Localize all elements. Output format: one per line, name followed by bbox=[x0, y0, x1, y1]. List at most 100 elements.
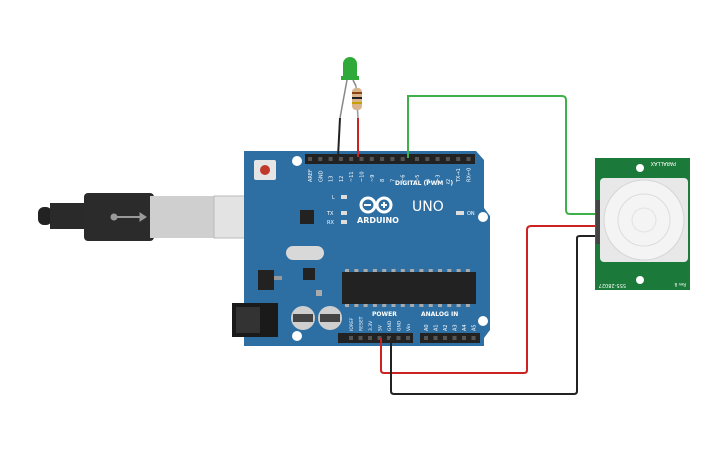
power-pin-label: 3.3V bbox=[368, 320, 374, 331]
digital-pin bbox=[318, 157, 323, 161]
mount-hole bbox=[636, 164, 644, 172]
digital-pin bbox=[390, 157, 395, 161]
chip-pin bbox=[363, 269, 368, 272]
led-rx-indicator bbox=[341, 220, 347, 224]
digital-pin-label: TX→1 bbox=[456, 168, 462, 183]
atmega-chip bbox=[342, 272, 476, 304]
chip-pin bbox=[438, 304, 442, 307]
digital-header bbox=[305, 154, 475, 164]
digital-pin-label: GND bbox=[318, 170, 324, 182]
led-icon bbox=[343, 57, 357, 78]
mount-hole bbox=[478, 316, 488, 326]
chip-pin bbox=[354, 269, 359, 272]
digital-pin bbox=[349, 157, 354, 161]
pir-label-top: PARALLAX bbox=[650, 160, 676, 166]
digital-pin-label: ~5 bbox=[415, 175, 421, 182]
digital-pin bbox=[435, 157, 440, 161]
power-pin bbox=[387, 336, 391, 340]
chip-pin bbox=[447, 304, 452, 307]
resistor bbox=[352, 85, 362, 119]
pir-power-wire bbox=[380, 225, 598, 374]
chip-pin bbox=[410, 304, 415, 307]
digital-pin bbox=[369, 157, 374, 161]
digital-pin-label: 2 bbox=[446, 179, 452, 182]
power-pin bbox=[377, 336, 382, 340]
digital-pin bbox=[328, 157, 333, 161]
chip-pin bbox=[345, 304, 349, 307]
chip-pin bbox=[447, 269, 452, 272]
reset-button-cap bbox=[260, 165, 270, 175]
digital-pin bbox=[308, 157, 312, 161]
chip-pin bbox=[400, 304, 405, 307]
analog-pin bbox=[443, 336, 447, 340]
led-rx-label: RX bbox=[327, 220, 334, 226]
digital-pin-label: ~9 bbox=[370, 175, 376, 182]
digital-pin-label: 4 bbox=[425, 179, 431, 182]
chip-pin bbox=[372, 269, 377, 272]
analog-pin-label: A2 bbox=[443, 324, 449, 331]
led-component bbox=[339, 57, 359, 119]
analog-pin bbox=[433, 336, 438, 340]
chip-pin bbox=[382, 269, 387, 272]
led-l-label: L bbox=[332, 195, 335, 201]
small-chip bbox=[303, 268, 315, 280]
digital-header-label: DIGITAL (PWM ~) bbox=[395, 180, 453, 187]
chip-pin bbox=[456, 304, 461, 307]
analog-pin-label: A3 bbox=[453, 324, 459, 331]
chip-pin bbox=[419, 269, 424, 272]
mount-hole bbox=[636, 276, 644, 284]
led-leg bbox=[339, 79, 348, 119]
power-pin bbox=[358, 336, 363, 340]
chip-pin bbox=[400, 269, 405, 272]
power-pin bbox=[349, 336, 353, 340]
pir-label-rev: Rev B bbox=[674, 282, 686, 287]
pir-label-side: PIR Sensor bbox=[664, 291, 686, 296]
digital-pin bbox=[456, 157, 461, 161]
on-label: ON bbox=[467, 211, 475, 217]
brand-label: ARDUINO bbox=[357, 216, 399, 225]
power-pin-label: GND bbox=[397, 320, 403, 331]
digital-pin bbox=[466, 157, 471, 161]
digital-pin-label: AREF bbox=[308, 169, 314, 182]
pir-lens bbox=[603, 179, 685, 261]
capacitor-band bbox=[320, 314, 340, 322]
analog-pin-label: A1 bbox=[434, 324, 440, 331]
usb-cable bbox=[38, 193, 277, 241]
chip-pin bbox=[382, 304, 387, 307]
chip-pin bbox=[410, 269, 415, 272]
power-pin-label: GND bbox=[387, 320, 393, 331]
mount-hole bbox=[292, 331, 302, 341]
analog-pin bbox=[452, 336, 457, 340]
chip-pin bbox=[465, 304, 470, 307]
arduino-logo-icon bbox=[359, 196, 393, 214]
pir-lens-center bbox=[631, 207, 657, 233]
chip-pin bbox=[428, 304, 433, 307]
analog-header bbox=[420, 333, 480, 343]
analog-header-label: ANALOG IN bbox=[421, 311, 458, 318]
analog-pin-label: A5 bbox=[472, 324, 478, 331]
digital-pin-label: 8 bbox=[380, 179, 386, 182]
chip-pin bbox=[372, 304, 377, 307]
power-pin-label: Vin bbox=[406, 324, 412, 331]
chip-pin bbox=[345, 269, 349, 272]
mount-hole bbox=[478, 212, 488, 222]
power-pin-label: RESET bbox=[359, 316, 365, 331]
analog-pin bbox=[462, 336, 466, 340]
usb-icon bbox=[110, 212, 147, 222]
capacitor-band bbox=[293, 314, 313, 322]
digital-pin-label: 12 bbox=[339, 176, 345, 182]
digital-pin bbox=[415, 157, 419, 161]
digital-pin-label: ~3 bbox=[436, 175, 442, 182]
pir-signal-wire bbox=[407, 94, 598, 215]
power-pin bbox=[406, 336, 410, 340]
model-label: UNO bbox=[412, 199, 444, 215]
chip-pin bbox=[391, 304, 396, 307]
power-jack-socket bbox=[236, 307, 260, 333]
digital-pin bbox=[380, 157, 385, 161]
chip-pin bbox=[456, 269, 461, 272]
analog-pin-label: A4 bbox=[462, 324, 468, 331]
digital-pin-label: 13 bbox=[329, 176, 335, 182]
chip-pin bbox=[465, 269, 470, 272]
